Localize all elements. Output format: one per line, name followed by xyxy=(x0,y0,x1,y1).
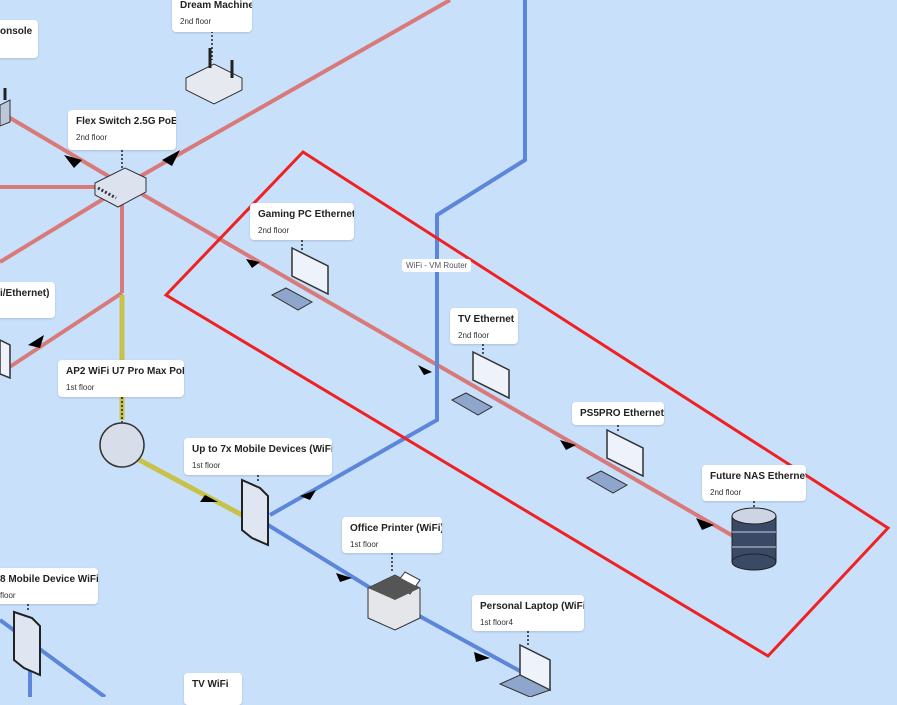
node-label-console[interactable]: onsole xyxy=(0,20,38,58)
router-icon[interactable] xyxy=(0,88,11,127)
node-title: Future NAS Ethernet xyxy=(710,471,806,482)
database-icon[interactable] xyxy=(731,507,777,571)
link-switch-laptop-left[interactable] xyxy=(3,291,124,372)
node-title: i/Ethernet) xyxy=(0,288,50,299)
node-title: 8 Mobile Device WiFi xyxy=(0,574,98,585)
node-label-wifi-ethernet[interactable]: i/Ethernet) xyxy=(0,282,55,318)
node-label-nas[interactable]: Future NAS Ethernet 2nd floor xyxy=(702,465,806,501)
link-dream-machine-switch[interactable] xyxy=(124,0,451,187)
node-title: Flex Switch 2.5G PoE xyxy=(76,116,176,127)
node-floor: 2nd floor xyxy=(258,226,290,235)
arrow-head xyxy=(246,259,260,268)
switch-icon[interactable] xyxy=(94,167,147,208)
node-floor: 1st floor xyxy=(66,383,95,392)
arrow-head xyxy=(336,573,352,582)
node-floor: 1st floor4 xyxy=(480,618,513,627)
desktop-icon[interactable] xyxy=(585,428,644,494)
node-label-laptop[interactable]: Personal Laptop (WiFi) 1st floor4 xyxy=(472,595,584,631)
annotation-highlight xyxy=(163,150,891,658)
node-title: TV Ethernet xyxy=(458,314,515,325)
node-floor: 2nd floor xyxy=(180,17,212,26)
arrow-head xyxy=(28,335,44,348)
phone-icon[interactable] xyxy=(13,610,41,677)
node-label-printer[interactable]: Office Printer (WiFi) 1st floor xyxy=(342,517,442,553)
node-floor: 2nd floor xyxy=(710,488,742,497)
node-label-mobile8[interactable]: 8 Mobile Device WiFi floor xyxy=(0,568,98,604)
node-label-gaming-pc[interactable]: Gaming PC Ethernet 2nd floor xyxy=(250,203,354,240)
node-label-mobile7[interactable]: Up to 7x Mobile Devices (WiFi) 1st floor xyxy=(184,438,332,475)
arrow-head xyxy=(560,440,576,450)
node-label-ap2[interactable]: AP2 WiFi U7 Pro Max PoE 1st floor xyxy=(58,360,184,397)
node-title: Personal Laptop (WiFi) xyxy=(480,601,584,612)
arrow-head xyxy=(200,495,218,502)
node-title: Up to 7x Mobile Devices (WiFi) xyxy=(192,444,332,455)
node-title: Gaming PC Ethernet xyxy=(258,209,354,220)
access-point-icon[interactable] xyxy=(99,422,145,468)
laptop-icon[interactable] xyxy=(498,643,552,697)
arrow-head xyxy=(64,155,82,168)
desktop-icon[interactable] xyxy=(270,246,329,311)
node-title: PS5PRO Ethernet xyxy=(580,408,664,419)
node-title: onsole xyxy=(0,26,33,37)
node-floor: 2nd floor xyxy=(76,133,108,142)
node-floor: 1st floor xyxy=(192,461,221,470)
arrow-head xyxy=(418,365,432,375)
node-label-dream-machine[interactable]: Dream Machine 2nd floor xyxy=(172,0,252,32)
node-title: TV WiFi xyxy=(192,679,229,690)
printer-icon[interactable] xyxy=(367,571,421,631)
node-title: Dream Machine xyxy=(180,0,252,11)
arrow-head xyxy=(474,652,490,662)
arrow-head xyxy=(300,490,316,500)
node-floor: 2nd floor xyxy=(458,331,490,340)
phone-icon[interactable] xyxy=(241,478,269,547)
node-title: Office Printer (WiFi) xyxy=(350,523,442,534)
link-left2-switch[interactable] xyxy=(0,188,120,264)
node-label-tv-ethernet[interactable]: TV Ethernet 2nd floor xyxy=(450,308,518,344)
node-label-ps5pro[interactable]: PS5PRO Ethernet xyxy=(572,402,664,425)
laptop-icon[interactable] xyxy=(0,339,11,380)
link-console-switch[interactable] xyxy=(0,110,122,185)
link-switch-nas[interactable] xyxy=(138,191,742,542)
node-label-flex-switch[interactable]: Flex Switch 2.5G PoE 2nd floor xyxy=(68,110,176,150)
desktop-icon[interactable] xyxy=(450,350,510,416)
edge-label-wifi-router: WiFi - VM Router xyxy=(402,259,472,272)
link-ap-phone[interactable] xyxy=(128,452,244,518)
node-floor: floor xyxy=(0,591,16,600)
arrow-head xyxy=(696,518,714,530)
node-label-tv-wifi[interactable]: TV WiFi xyxy=(184,673,242,705)
node-floor: 1st floor xyxy=(350,540,379,549)
link-wifi-router[interactable] xyxy=(269,0,527,517)
router-icon[interactable] xyxy=(185,48,243,105)
arrow-head xyxy=(162,150,180,166)
node-title: AP2 WiFi U7 Pro Max PoE xyxy=(66,366,184,377)
